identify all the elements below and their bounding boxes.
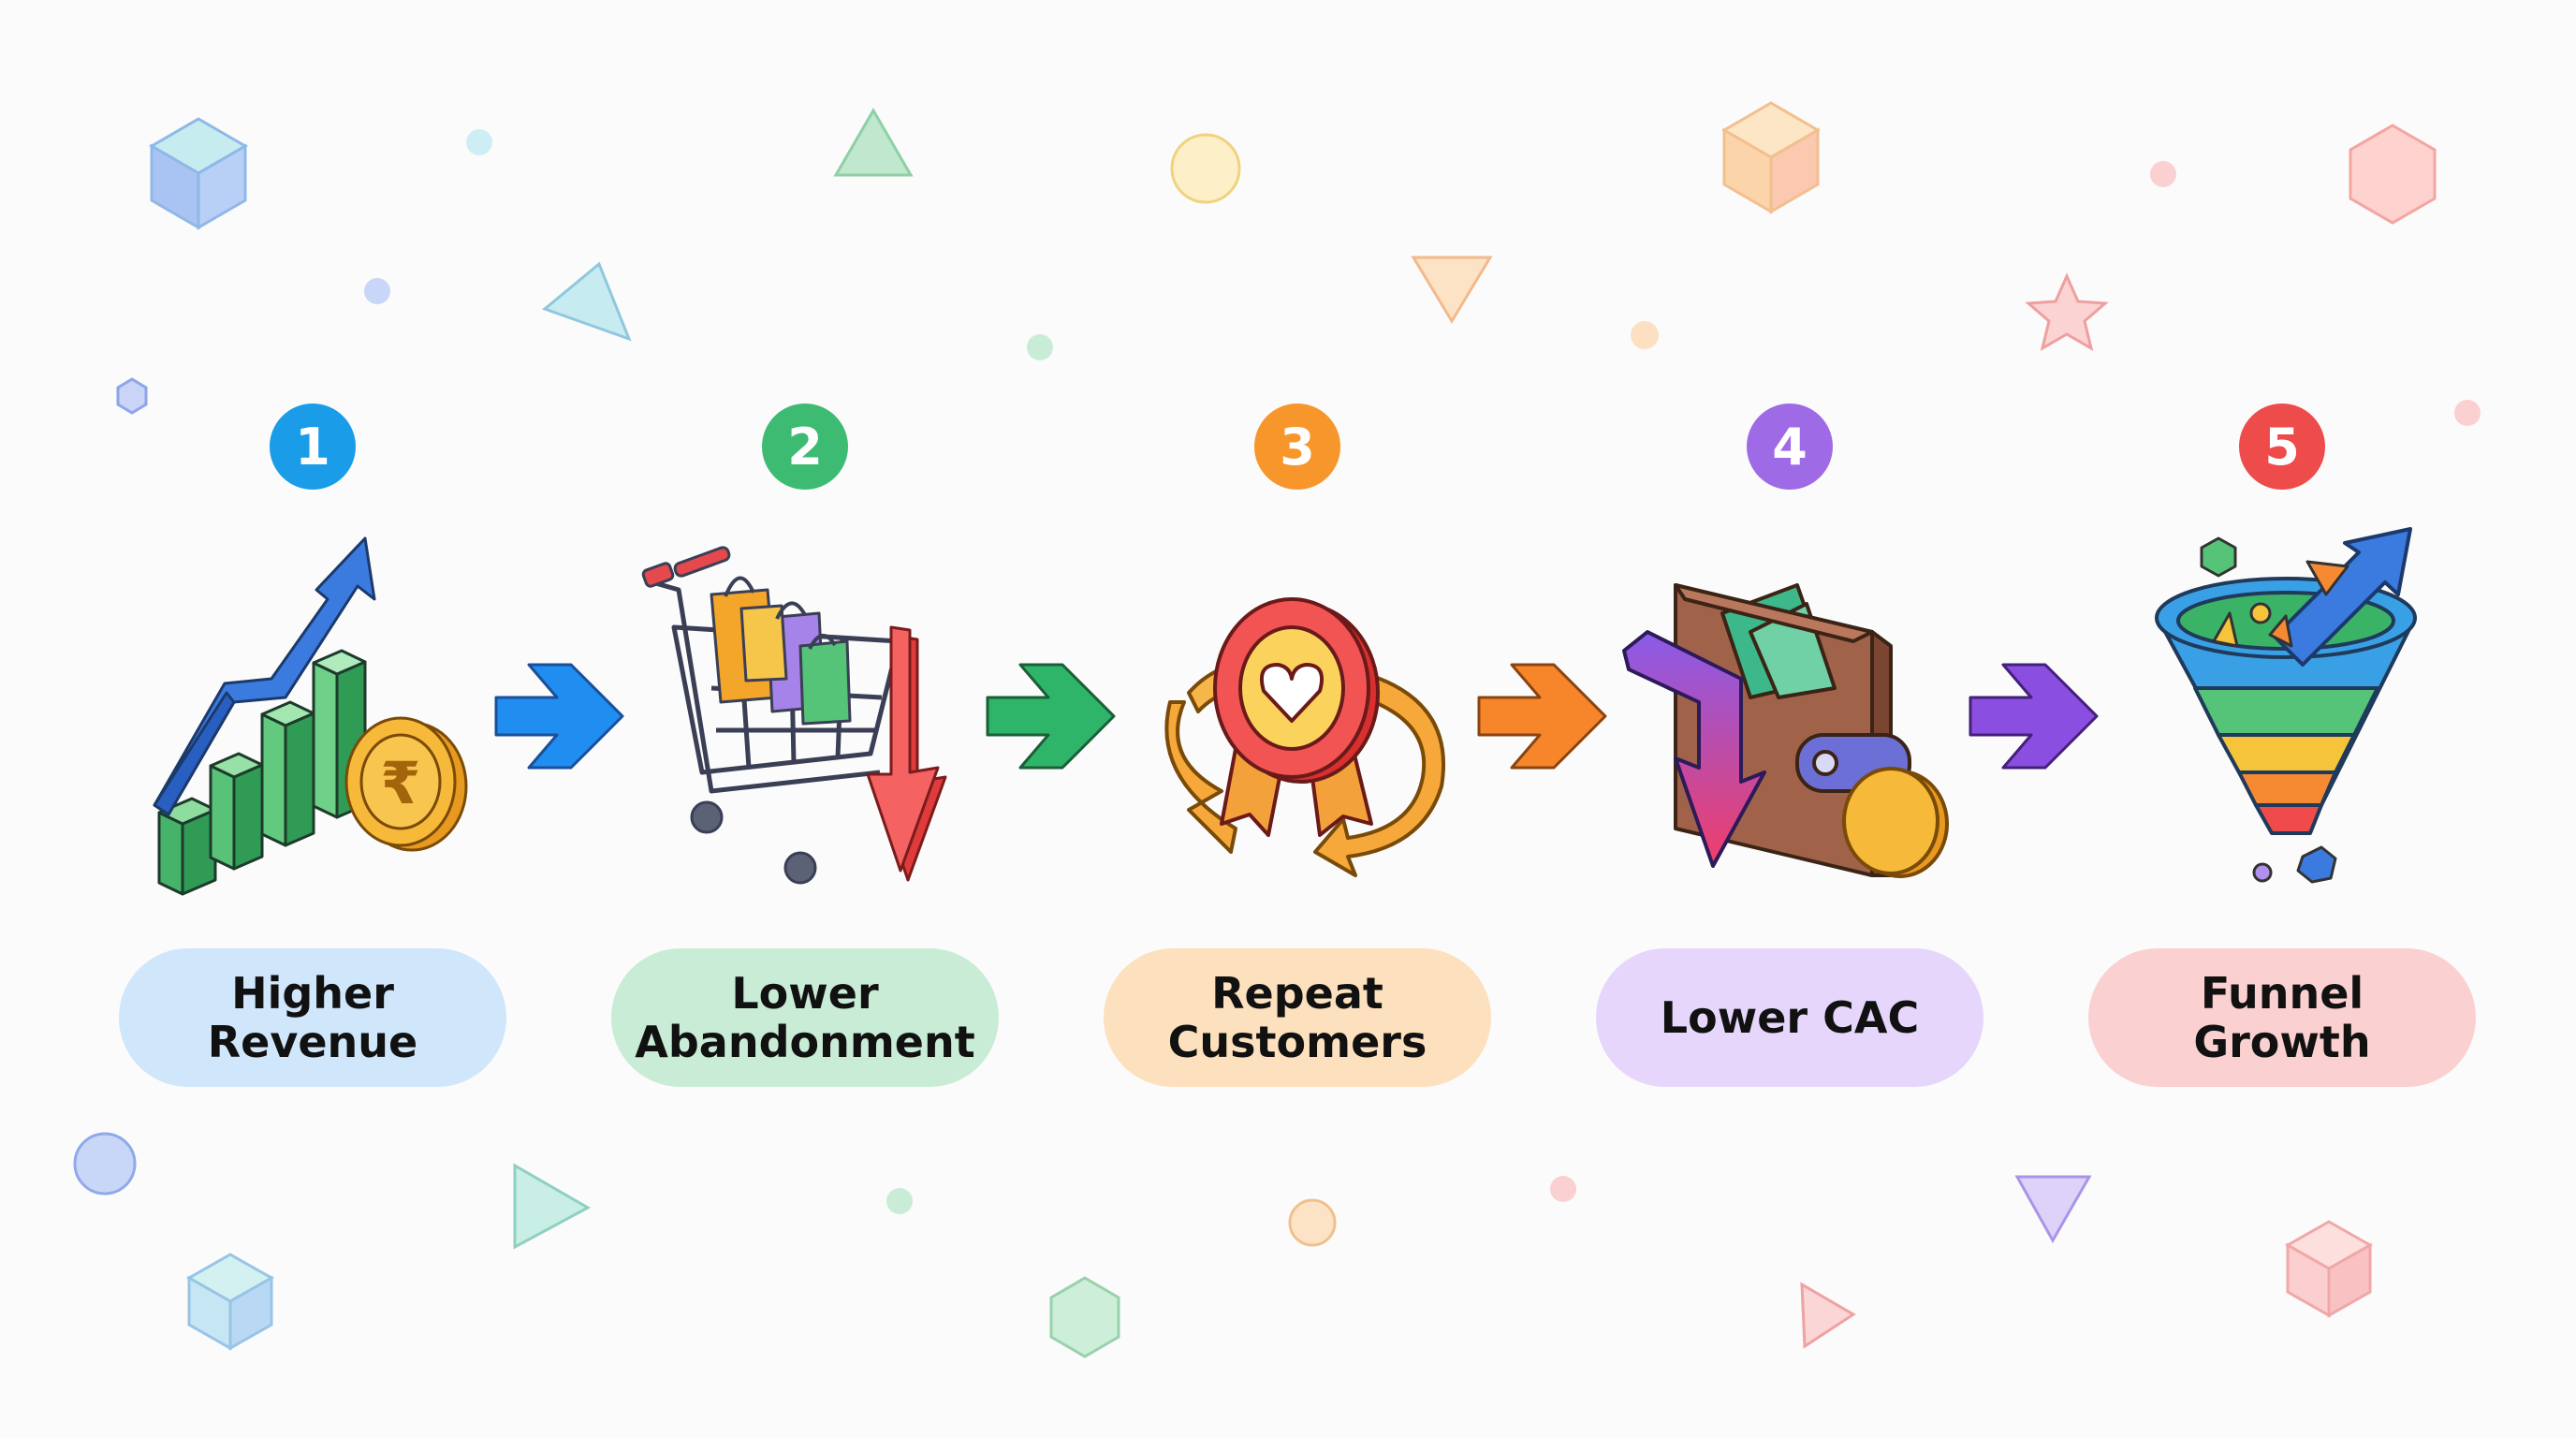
arrow-right-icon: [494, 663, 624, 770]
triangle-shape: [542, 261, 632, 342]
triangle-shape: [2014, 1175, 2092, 1244]
arrow-right-icon: [986, 663, 1116, 770]
step-label-funnel-growth: Funnel Growth: [2088, 948, 2476, 1087]
shopping-cart-down-arrow-icon: [641, 546, 947, 885]
hexagon-shape: [116, 377, 148, 415]
hexagon-shape: [2349, 124, 2437, 225]
cube-icon: [185, 1253, 275, 1351]
dot-shape: [364, 278, 390, 304]
dot-shape: [1550, 1176, 1576, 1202]
triangle-shape: [513, 1163, 592, 1250]
step-badge: 2: [762, 404, 848, 490]
step-label-lower-abandonment: Lower Abandonment: [611, 948, 999, 1087]
funnel-growth-icon: [2155, 527, 2417, 884]
dot-shape: [466, 129, 492, 155]
circle-shape: [1288, 1198, 1337, 1247]
wallet-down-arrow-icon: [1622, 583, 1949, 878]
step-label-lower-cac: Lower CAC: [1596, 948, 1983, 1087]
arrow-right-icon: [1969, 663, 2099, 770]
triangle-shape: [1411, 256, 1493, 324]
step-label-repeat-customers: Repeat Customers: [1104, 948, 1491, 1087]
step-badge: 4: [1747, 404, 1833, 490]
step-badge: 3: [1254, 404, 1340, 490]
dot-shape: [1027, 334, 1053, 360]
svg-text:₹: ₹: [380, 749, 420, 817]
triangle-shape: [833, 108, 914, 177]
circle-shape: [73, 1132, 137, 1196]
arrow-right-icon: [1477, 663, 1607, 770]
step-badge: 5: [2239, 404, 2325, 490]
step-label-higher-revenue: Higher Revenue: [119, 948, 506, 1087]
dot-shape: [886, 1188, 913, 1214]
circle-shape: [1170, 133, 1241, 204]
cube-icon: [1721, 101, 1821, 214]
cube-icon: [2284, 1220, 2374, 1318]
dot-shape: [2150, 161, 2176, 187]
star-shape: [2025, 272, 2109, 352]
step-badge: 1: [270, 404, 356, 490]
bar-chart-rupee-icon: ₹: [153, 536, 468, 896]
hexagon-shape: [1049, 1276, 1120, 1358]
dot-shape: [2454, 400, 2481, 426]
loyalty-badge-cycle-icon: [1164, 597, 1446, 877]
triangle-shape: [1800, 1282, 1856, 1349]
dot-shape: [1631, 321, 1659, 349]
cube-icon: [149, 117, 248, 230]
